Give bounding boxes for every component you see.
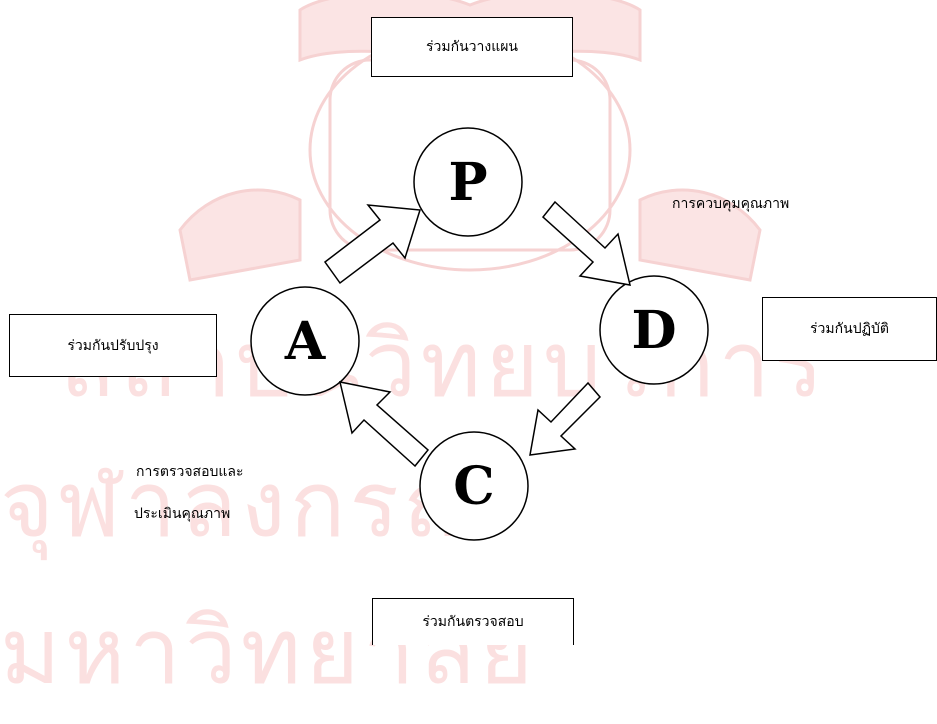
node-c-letter: C — [453, 456, 494, 517]
node-a-letter: A — [284, 311, 326, 372]
do-label: ร่วมกันปฏิบัติ — [810, 321, 889, 337]
node-d-circle — [599, 275, 709, 385]
arrow-plan-to-do — [541, 200, 631, 286]
plan-label: ร่วมกันวางแผน — [425, 39, 518, 55]
cycle-graphic: P D C A — [250, 127, 709, 541]
plan-label-box: ร่วมกันวางแผน — [371, 17, 573, 77]
do-label-box: ร่วมกันปฏิบัติ — [762, 297, 937, 361]
act-label: ร่วมกันปรับปรุง — [67, 337, 159, 354]
arrow-check-to-act — [339, 381, 430, 468]
check-label: ร่วมกันตรวจสอบ — [422, 614, 524, 630]
quality-control-label: การควบคุมคุณภาพ — [672, 196, 790, 212]
node-d-letter: D — [631, 300, 676, 361]
inspection-label-line-2: ประเมินคุณภาพ — [134, 506, 231, 522]
node-p-circle — [413, 127, 523, 237]
pdca-diagram: สถาบันวิทยบริการ จุฬาลงกรณ์มหาวิทยาลัย P… — [0, 0, 937, 705]
node-c-circle — [419, 431, 529, 541]
arrow-act-to-plan — [323, 204, 421, 285]
check-label-box: ร่วมกันตรวจสอบ — [372, 598, 574, 645]
node-p-letter: P — [448, 152, 487, 213]
inspection-label-line-1: การตรวจสอบและ — [136, 464, 244, 480]
act-label-box: ร่วมกันปรับปรุง — [9, 314, 217, 377]
arrow-do-to-check — [529, 381, 602, 456]
node-a-circle — [250, 286, 360, 396]
